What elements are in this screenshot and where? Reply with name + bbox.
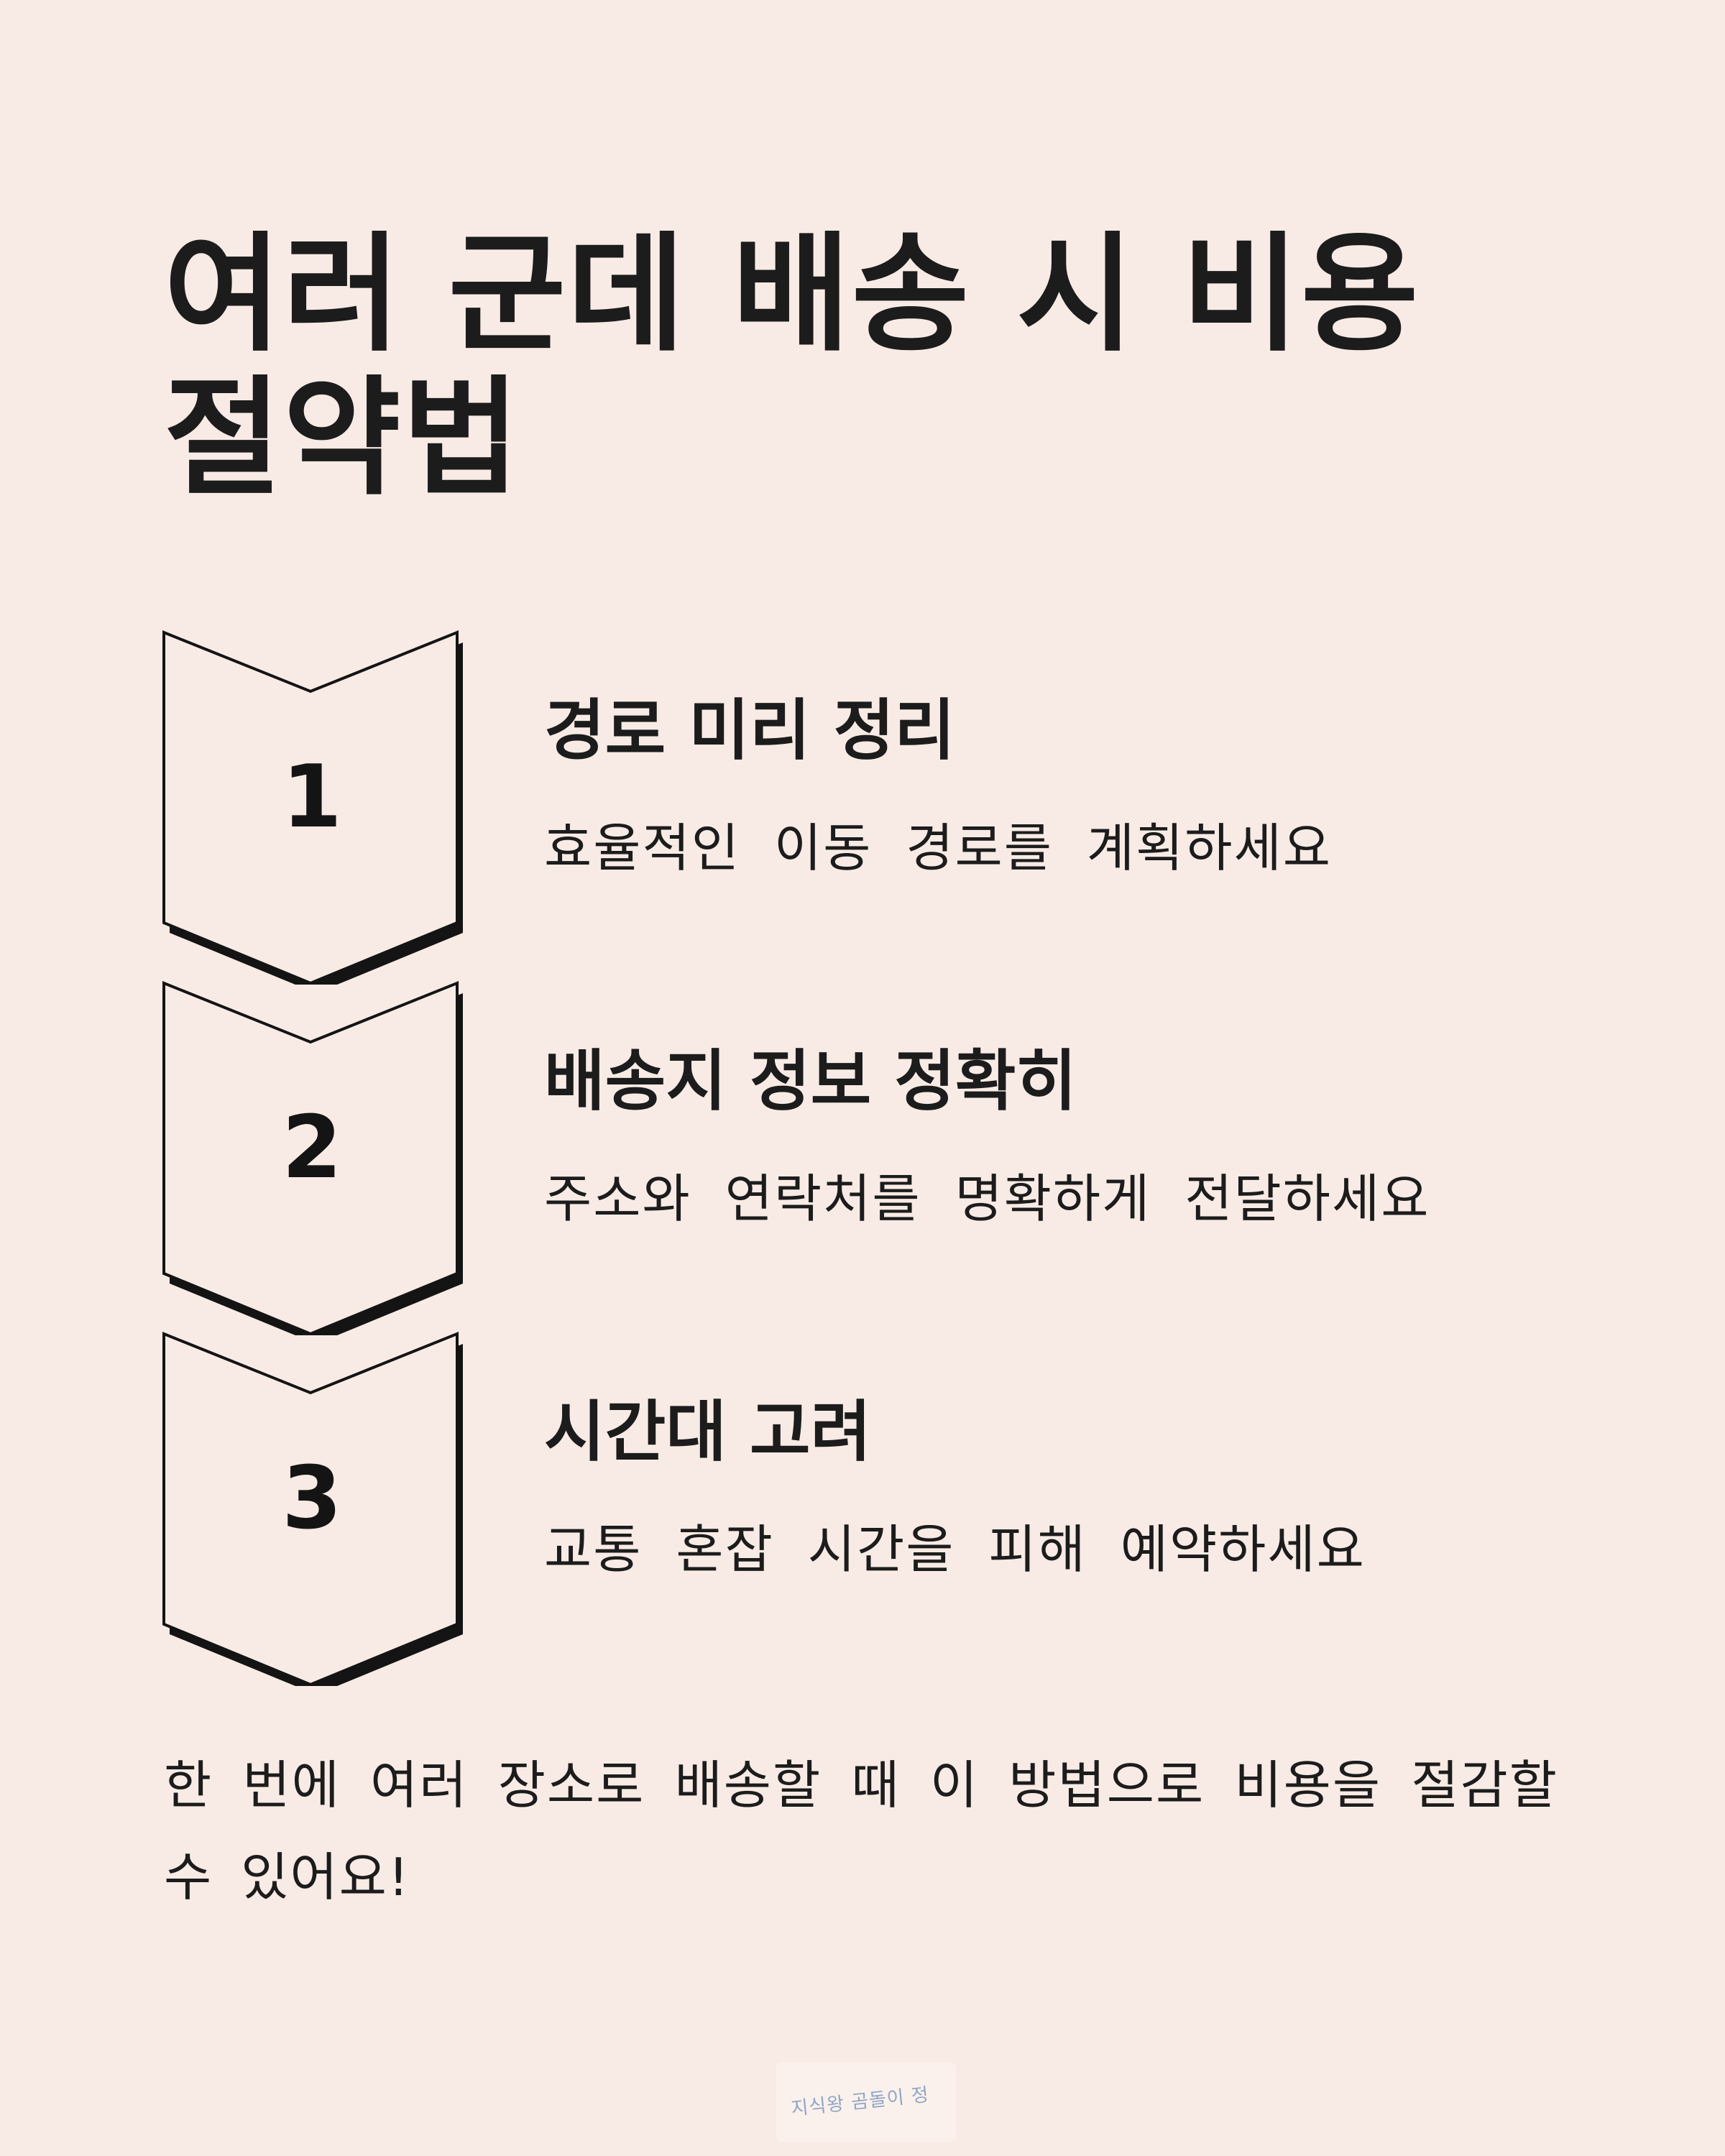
watermark-text: 지식왕 곰돌이 정 — [790, 2083, 931, 2120]
step-2: 2 배송지 정보 정확히 주소와 연락처를 명확하게 전달하세요 — [160, 976, 1597, 1335]
step-description: 효율적인 이동 경로를 계획하세요 — [544, 818, 1333, 878]
step-description: 교통 혼잡 시간을 피해 예약하세요 — [544, 1519, 1366, 1580]
step-number: 1 — [282, 747, 342, 847]
chevron-down-badge-icon — [162, 1332, 463, 1686]
steps-list: 1 경로 미리 정리 효율적인 이동 경로를 계획하세요 2 배송지 정보 정확… — [160, 625, 1597, 1696]
chevron-down-badge-icon — [162, 630, 463, 985]
step-3: 3 시간대 고려 교통 혼잡 시간을 피해 예약하세요 — [160, 1327, 1597, 1686]
watermark-logo: 지식왕 곰돌이 정 — [776, 2063, 956, 2142]
footer-note: 한 번에 여러 장소로 배송할 때 이 방법으로 비용을 절감할 수 있어요! — [164, 1755, 1558, 1907]
step-description: 주소와 연락처를 명확하게 전달하세요 — [544, 1169, 1430, 1229]
step-number: 2 — [282, 1098, 342, 1198]
step-heading: 경로 미리 정리 — [544, 692, 955, 769]
step-heading: 배송지 정보 정확히 — [544, 1043, 1077, 1120]
page-title: 여러 군데 배송 시 비용 절약법 — [164, 220, 1420, 512]
step-heading: 시간대 고려 — [544, 1393, 872, 1470]
step-number: 3 — [282, 1449, 342, 1549]
chevron-down-badge-icon — [162, 981, 463, 1335]
step-1: 1 경로 미리 정리 효율적인 이동 경로를 계획하세요 — [160, 625, 1597, 985]
